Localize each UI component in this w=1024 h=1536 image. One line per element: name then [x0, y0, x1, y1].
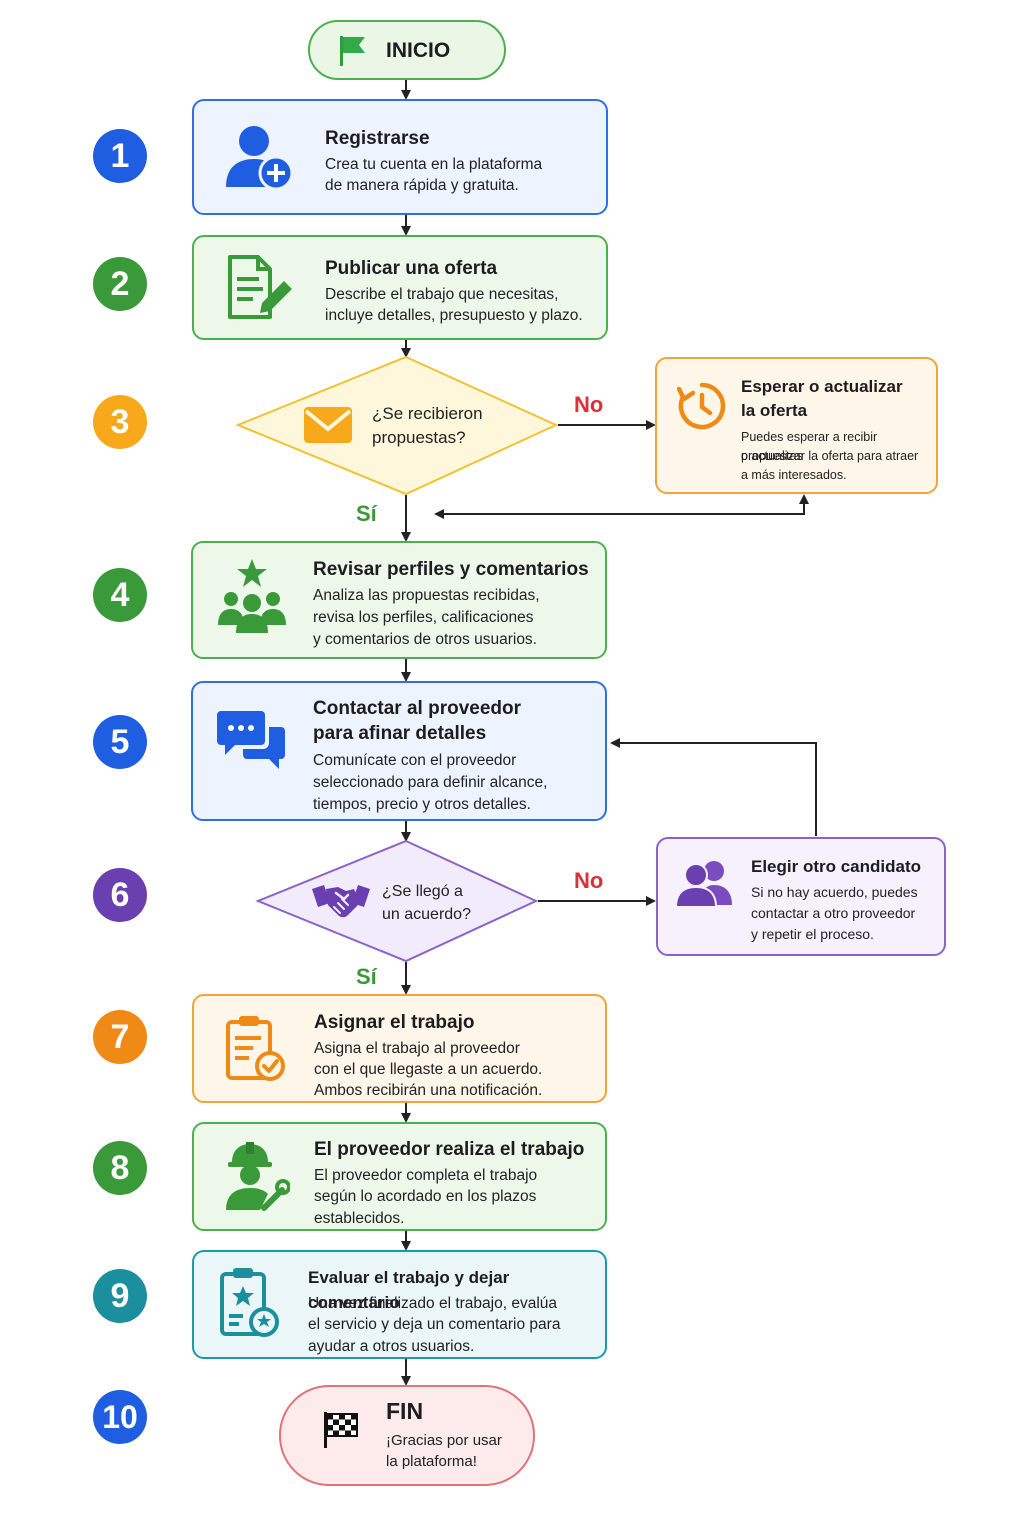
- wait-desc-line3: a más interesados.: [741, 468, 847, 482]
- document-edit-icon: [228, 255, 292, 319]
- envelope-icon: [304, 407, 352, 443]
- step-5-desc-line3: tiempos, precio y otros detalles.: [313, 796, 531, 813]
- other-candidate-box: Elegir otro candidato Si no hay acuerdo,…: [656, 837, 946, 956]
- wait-title-line2: la oferta: [741, 401, 808, 420]
- step-7-desc-line3: Ambos recibirán una notificación.: [314, 1082, 543, 1099]
- step-4-desc-line1: Analiza las propuestas recibidas,: [313, 587, 540, 604]
- other-candidate-title: Elegir otro candidato: [751, 857, 922, 876]
- step-1-title: Registrarse: [325, 128, 430, 149]
- step-5-desc-line2: seleccionado para definir alcance,: [313, 774, 548, 791]
- clipboard-star-icon: [220, 1268, 279, 1337]
- branch-yes-label-3: Sí: [356, 501, 377, 526]
- start-label: INICIO: [386, 39, 451, 62]
- checkered-flag-icon: [324, 1412, 358, 1448]
- branch-yes-label-6: Sí: [356, 964, 377, 989]
- step-9-box: Evaluar el trabajo y dejar comentario Un…: [192, 1250, 607, 1359]
- step-9-desc-line2: el servicio y deja un comentario para: [308, 1316, 561, 1333]
- other-candidate-desc-line2: contactar a otro proveedor: [751, 905, 916, 921]
- step-2-box: Publicar una oferta Describe el trabajo …: [192, 235, 608, 340]
- step-4-box: Revisar perfiles y comentarios Analiza l…: [191, 541, 607, 659]
- step-8-desc-line2: según lo acordado en los plazos: [314, 1188, 537, 1205]
- group-star-icon: [218, 559, 286, 633]
- arrow-wait-return: [434, 500, 805, 519]
- flag-icon: [340, 36, 365, 66]
- step-8-box: El proveedor realiza el trabajo El prove…: [192, 1122, 607, 1231]
- end-desc-line1: ¡Gracias por usar: [386, 1432, 502, 1449]
- step-5-desc-line1: Comunícate con el proveedor: [313, 752, 517, 769]
- step-9-title: Evaluar el trabajo y dejar comentario: [308, 1268, 510, 1312]
- step-1-desc-line1: Crea tu cuenta en la plataforma: [325, 156, 543, 173]
- step-number-10: 10: [93, 1390, 147, 1444]
- other-candidate-desc-line1: Si no hay acuerdo, puedes: [751, 884, 918, 900]
- decision-diamond-proposals: [235, 355, 559, 496]
- step-1-desc-line2: de manera rápida y gratuita.: [325, 177, 519, 194]
- end-label: FIN: [386, 1398, 424, 1424]
- step-2-desc-line1: Describe el trabajo que necesitas,: [325, 286, 559, 303]
- other-candidate-desc-line3: y repetir el proceso.: [751, 926, 874, 942]
- step-4-desc-line3: y comentarios de otros usuarios.: [313, 631, 537, 648]
- step-7-desc-line1: Asigna el trabajo al proveedor: [314, 1040, 520, 1057]
- decision-proposals-line1: ¿Se recibieron: [372, 404, 483, 423]
- step-5-box: Contactar al proveedor para afinar detal…: [191, 681, 607, 821]
- step-number-1: 1: [93, 129, 147, 183]
- step-number-6: 6: [93, 868, 147, 922]
- wait-desc-line1: Puedes esperar a recibir propuestas: [741, 430, 878, 463]
- decision-proposals-line2: propuestas?: [372, 428, 466, 447]
- decision-agreement-line2: un acuerdo?: [382, 906, 471, 923]
- wait-box: Esperar o actualizar la oferta Puedes es…: [655, 357, 938, 494]
- wait-desc-line2: o actualizar la oferta para atraer: [741, 449, 919, 463]
- step-number-7: 7: [93, 1010, 147, 1064]
- step-7-title: Asignar el trabajo: [314, 1012, 475, 1033]
- step-9-desc-line1: Una vez finalizado el trabajo, evalúa: [308, 1295, 558, 1312]
- step-number-8: 8: [93, 1141, 147, 1195]
- users-icon: [676, 861, 732, 908]
- clock-refresh-icon: [677, 382, 726, 430]
- wait-title-line1: Esperar o actualizar: [741, 377, 903, 396]
- end-desc-line2: la plataforma!: [386, 1453, 477, 1470]
- worker-icon: [226, 1142, 290, 1211]
- step-number-4: 4: [93, 568, 147, 622]
- step-1-box: Registrarse Crea tu cuenta en la platafo…: [192, 99, 608, 215]
- decision-agreement-line1: ¿Se llegó a: [382, 883, 463, 900]
- branch-no-label-3: No: [574, 392, 604, 417]
- step-8-desc-line3: establecidos.: [314, 1210, 405, 1227]
- step-4-desc-line2: revisa los perfiles, calificaciones: [313, 609, 534, 626]
- add-user-icon: [226, 126, 294, 191]
- end-node: FIN ¡Gracias por usar la plataforma!: [279, 1385, 535, 1486]
- decision-diamond-agreement: [255, 839, 539, 963]
- step-5-title-line1: Contactar al proveedor: [313, 698, 521, 719]
- arrow-other-return: [610, 738, 817, 836]
- step-number-9: 9: [93, 1269, 147, 1323]
- step-2-title: Publicar una oferta: [325, 258, 498, 279]
- branch-no-label-6: No: [574, 868, 604, 893]
- step-7-box: Asignar el trabajo Asigna el trabajo al …: [192, 994, 607, 1103]
- step-8-title: El proveedor realiza el trabajo: [314, 1139, 585, 1160]
- step-number-2: 2: [93, 257, 147, 311]
- step-2-desc-line2: incluye detalles, presupuesto y plazo.: [325, 307, 583, 324]
- chat-bubbles-icon: [217, 711, 285, 769]
- step-9-desc-line3: ayudar a otros usuarios.: [308, 1338, 475, 1355]
- step-number-5: 5: [93, 715, 147, 769]
- step-number-3: 3: [93, 395, 147, 449]
- step-7-desc-line2: con el que llegaste a un acuerdo.: [314, 1061, 543, 1078]
- step-8-desc-line1: El proveedor completa el trabajo: [314, 1167, 538, 1184]
- step-4-title: Revisar perfiles y comentarios: [313, 559, 589, 580]
- handshake-icon: [312, 885, 370, 918]
- start-node: INICIO: [308, 20, 506, 80]
- clipboard-check-icon: [226, 1016, 285, 1081]
- step-5-title-line2: para afinar detalles: [313, 723, 487, 744]
